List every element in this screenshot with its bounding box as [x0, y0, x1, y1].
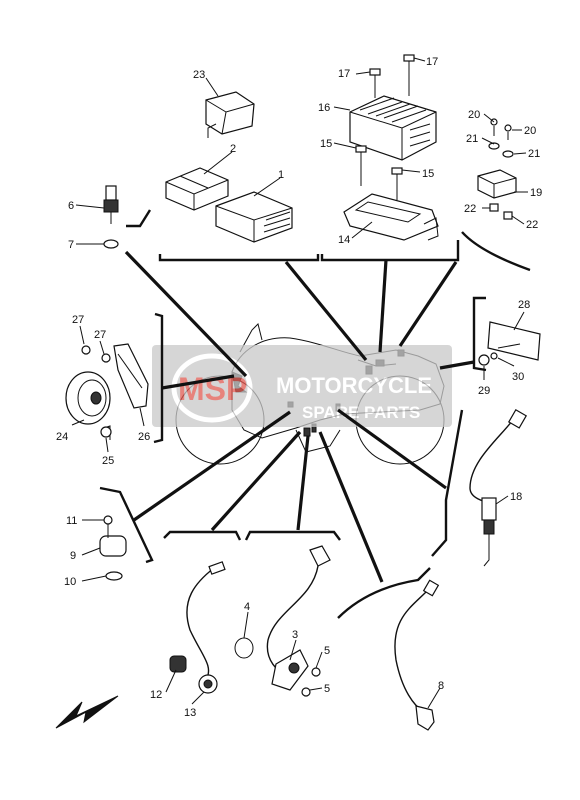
- watermark-logo: MSP: [178, 371, 247, 407]
- label-23: 23: [193, 69, 205, 81]
- label-12: 12: [150, 689, 162, 701]
- part-24-horn: [65, 343, 149, 440]
- watermark-line2: SPARE PARTS: [302, 403, 420, 422]
- label-22-right: 22: [526, 219, 538, 231]
- watermark-ring: [171, 353, 253, 423]
- label-13: 13: [184, 707, 196, 719]
- part-19-sensor: [477, 118, 517, 220]
- watermark-box: [152, 345, 452, 427]
- label-4: 4: [244, 601, 250, 613]
- watermark: MSP MOTORCYCLE SPARE PARTS: [152, 345, 452, 427]
- label-2: 2: [230, 143, 236, 155]
- label-19: 19: [530, 187, 542, 199]
- label-5-bottom: 5: [324, 683, 330, 695]
- part-23-relay: [205, 91, 255, 138]
- label-9: 9: [70, 550, 76, 562]
- label-17-right: 17: [426, 56, 438, 68]
- callout-labels: 23 2 1 6 7 17 17 16 15 15 14 20 20 21 21…: [56, 56, 542, 719]
- label-5-top: 5: [324, 645, 330, 657]
- label-1: 1: [278, 169, 284, 181]
- part-6-sensor: [103, 185, 119, 249]
- label-8: 8: [438, 680, 444, 692]
- watermark-line1: MOTORCYCLE: [276, 373, 432, 398]
- label-3: 3: [292, 629, 298, 641]
- label-22-left: 22: [464, 203, 476, 215]
- label-29: 29: [478, 385, 490, 397]
- part-16-rectifier: [349, 95, 437, 161]
- part-28-reflector: [478, 321, 541, 366]
- label-26: 26: [138, 431, 150, 443]
- label-25: 25: [102, 455, 114, 467]
- callout-leaders: [71, 57, 528, 709]
- label-17-left: 17: [338, 68, 350, 80]
- label-30: 30: [512, 371, 524, 383]
- label-27-left: 27: [72, 314, 84, 326]
- label-21-left: 21: [466, 133, 478, 145]
- part-3-sensor: [234, 545, 331, 697]
- label-24: 24: [56, 431, 68, 443]
- label-11: 11: [66, 515, 77, 527]
- label-20-right: 20: [524, 125, 536, 137]
- label-21-right: 21: [528, 148, 540, 160]
- direction-arrow-icon: [55, 695, 119, 729]
- label-15-right: 15: [422, 168, 434, 180]
- label-15-left: 15: [320, 138, 332, 150]
- part-18-switch: [469, 408, 528, 567]
- label-6: 6: [68, 200, 74, 212]
- part-9-sensor: [99, 515, 127, 581]
- part-14-bracket: [343, 193, 439, 241]
- group-frames: [99, 209, 531, 619]
- label-10: 10: [64, 576, 76, 588]
- label-20-left: 20: [468, 109, 480, 121]
- leader-lines: [124, 250, 475, 583]
- part-2-connector: [165, 167, 229, 211]
- part-12-13-sensors: [169, 561, 226, 694]
- label-27-right: 27: [94, 329, 106, 341]
- label-18: 18: [510, 491, 522, 503]
- label-28: 28: [518, 299, 530, 311]
- label-7: 7: [68, 239, 74, 251]
- part-1-ecu: [215, 191, 293, 243]
- label-14: 14: [338, 234, 350, 246]
- part-8-sensor: [394, 579, 440, 731]
- label-16: 16: [318, 102, 330, 114]
